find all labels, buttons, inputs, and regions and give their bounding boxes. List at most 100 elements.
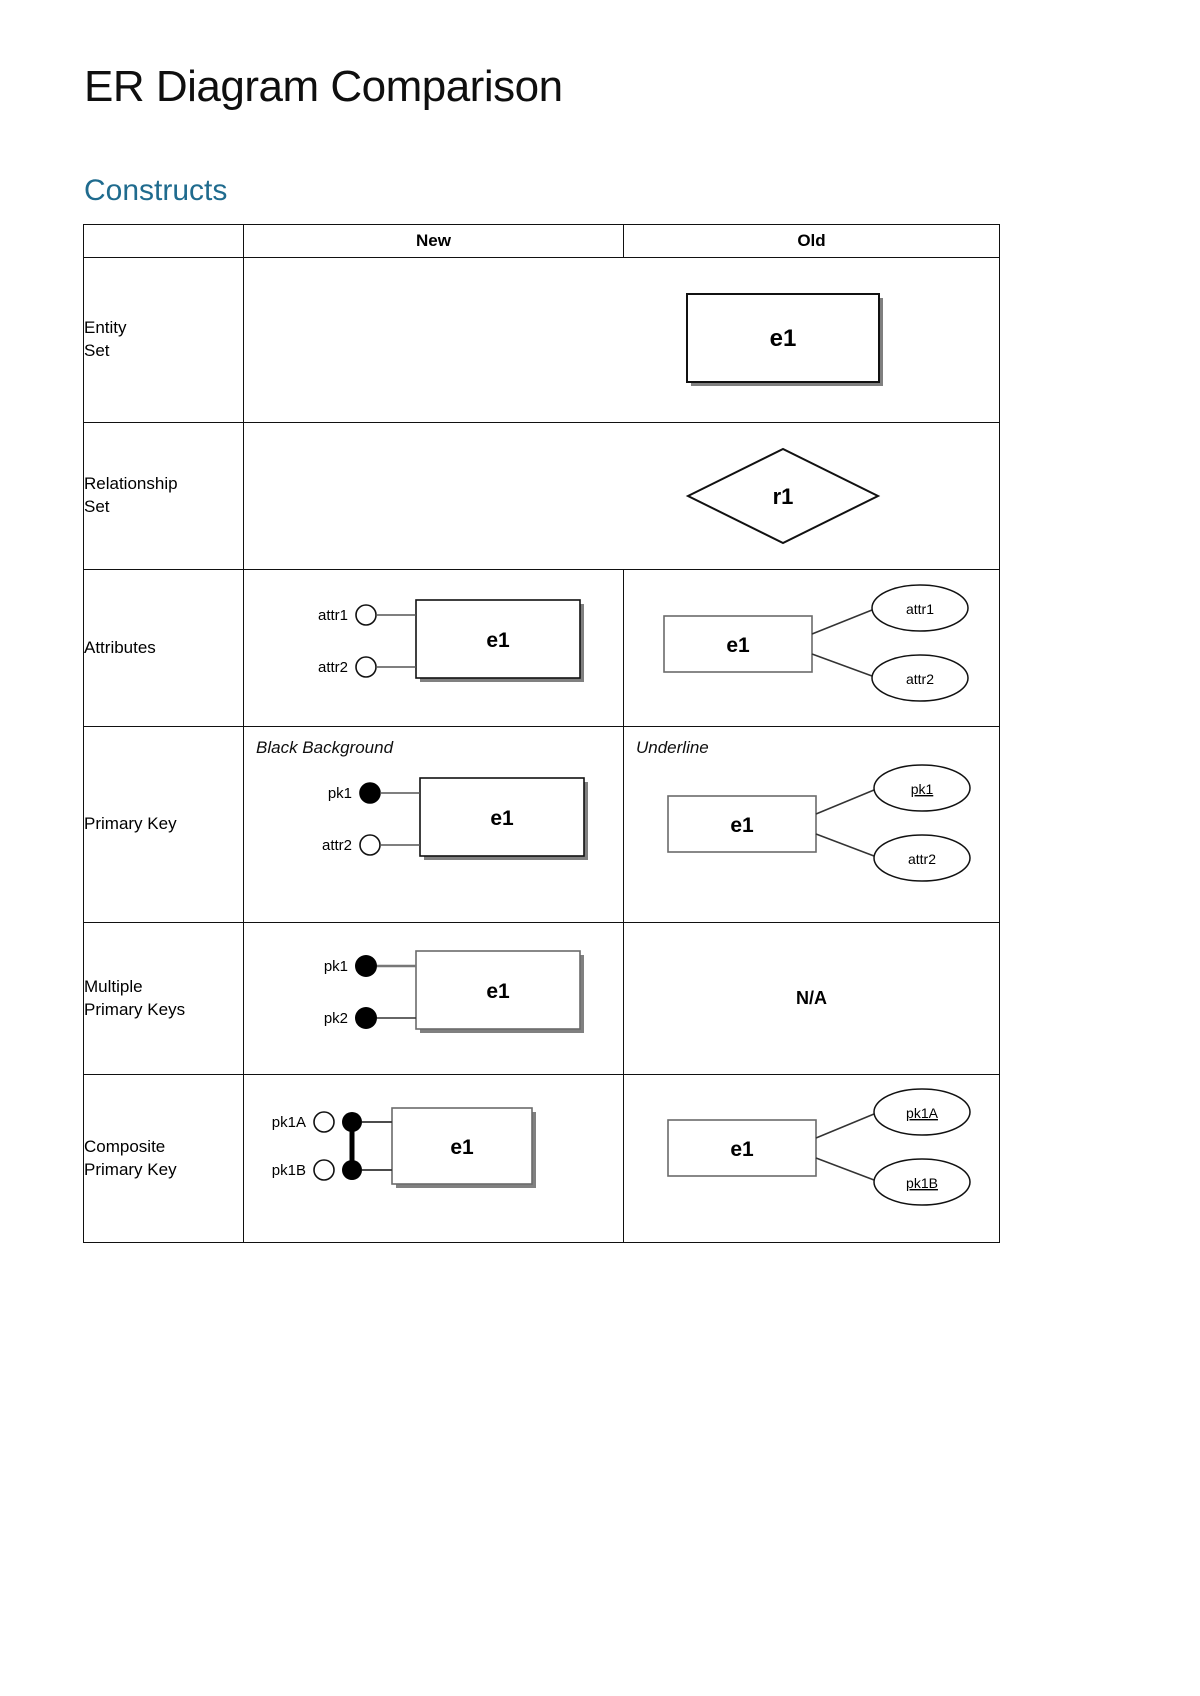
table-row: Attributes e1 attr1 — [83, 569, 1000, 727]
relationship-diamond-label: r1 — [773, 484, 794, 509]
row-label-line1: Entity — [84, 318, 127, 338]
attribute-label: attr2 — [318, 659, 348, 676]
table-row: Relationship Set r1 — [83, 422, 1000, 570]
connector-line — [811, 653, 873, 677]
composite-primary-key-new-diagram: e1 pk1A pk1B — [272, 1106, 536, 1188]
relationship-diamond — [685, 447, 881, 545]
cell-composite-primary-key-old: e1 pk1A pk1B — [623, 1074, 1000, 1243]
note-underline: Underline — [636, 737, 709, 757]
row-label-line1: Relationship — [84, 474, 178, 494]
primary-key-old-diagram: e1 pk1 attr2 — [667, 763, 971, 882]
attribute-label: attr1 — [906, 601, 934, 617]
entity-box-rectangle — [415, 599, 581, 679]
entity-box-label: e1 — [486, 629, 510, 652]
hollow-circle-icon — [355, 604, 377, 626]
primary-key-new-diagram: e1 pk1 attr2 — [322, 776, 588, 860]
column-header-blank — [83, 224, 244, 258]
table-row: Multiple Primary Keys e1 pk1 pk2 — [83, 922, 1000, 1075]
relationship-set-diagram: r1 — [685, 447, 881, 545]
section-heading-constructs: Constructs — [84, 174, 228, 207]
row-label-line2: Set — [84, 497, 110, 516]
hollow-circle-icon — [355, 656, 377, 678]
attribute-label: attr2 — [322, 837, 352, 854]
multiple-primary-keys-new-diagram: e1 pk1 pk2 — [324, 949, 584, 1033]
row-label-multiple-primary-keys: Multiple Primary Keys — [83, 922, 244, 1075]
attribute-label: pk1 — [328, 785, 352, 802]
entity-box-rectangle — [391, 1106, 533, 1185]
row-label-line1: Attributes — [84, 637, 156, 657]
hollow-circle-icon — [313, 1110, 335, 1133]
table-row: Entity Set e1 — [83, 257, 1000, 423]
filled-circle-icon — [355, 954, 377, 977]
attribute-ellipse — [871, 654, 969, 702]
column-header-new: New — [243, 224, 624, 258]
attribute-ellipse — [871, 584, 969, 632]
connector-line — [815, 832, 875, 857]
attribute-label: attr2 — [906, 671, 934, 687]
attribute-label: pk2 — [324, 1010, 348, 1027]
entity-box-rectangle — [667, 794, 817, 853]
primary-key-label-underlined: pk1 — [911, 781, 934, 797]
attribute-ellipse — [873, 763, 971, 812]
attributes-old-diagram: e1 attr1 attr2 — [663, 584, 969, 702]
primary-key-label-underlined: pk1B — [906, 1175, 938, 1191]
entity-set-diagram: e1 — [686, 293, 883, 386]
entity-box-label: e1 — [730, 814, 754, 837]
entity-box-label: e1 — [726, 634, 750, 657]
attributes-new-diagram: e1 attr1 attr2 — [318, 599, 584, 682]
row-label-line2: Primary Keys — [84, 999, 186, 1019]
row-label-relationship-set: Relationship Set — [83, 422, 244, 570]
entity-box-label: e1 — [730, 1138, 754, 1161]
row-label-primary-key: Primary Key — [83, 726, 244, 923]
attribute-ellipse — [873, 833, 971, 882]
attribute-ellipse — [873, 1157, 971, 1206]
connector-line — [815, 788, 875, 815]
attribute-label: pk1B — [272, 1162, 306, 1179]
filled-circle-icon — [342, 1111, 362, 1132]
row-label-line2: Set — [84, 341, 110, 360]
connector-line — [811, 609, 873, 635]
entity-box-label: e1 — [490, 807, 514, 830]
cell-attributes-old: e1 attr1 attr2 — [623, 569, 1000, 727]
cell-relationship-set-merged: r1 — [243, 422, 1000, 570]
filled-circle-icon — [359, 781, 381, 804]
constructs-comparison-table: New Old Entity Set e1 — [83, 224, 1000, 1243]
entity-box-rectangle — [663, 615, 813, 673]
filled-circle-icon — [342, 1159, 362, 1180]
cell-multiple-primary-keys-old: N/A — [623, 922, 1000, 1075]
connector-line — [815, 1112, 875, 1139]
attribute-label: attr1 — [318, 607, 348, 624]
attribute-label: pk1A — [272, 1114, 306, 1131]
entity-box-label: e1 — [770, 325, 797, 352]
entity-box-rectangle — [419, 776, 585, 857]
cell-multiple-primary-keys-new: e1 pk1 pk2 — [243, 922, 624, 1075]
row-label-line1: Primary Key — [84, 814, 177, 834]
cell-entity-set-merged: e1 — [243, 257, 1000, 423]
entity-box-label: e1 — [450, 1136, 474, 1159]
composite-primary-key-old-diagram: e1 pk1A pk1B — [667, 1087, 971, 1206]
note-black-background: Black Background — [256, 737, 394, 757]
table-row: Primary Key Black Background e1 pk1 attr… — [83, 726, 1000, 923]
cell-primary-key-new: Black Background e1 pk1 attr2 — [243, 726, 624, 923]
row-label-composite-primary-key: Composite Primary Key — [83, 1074, 244, 1243]
entity-box-rectangle — [686, 293, 880, 383]
cell-primary-key-old: Underline e1 pk1 attr2 — [623, 726, 1000, 923]
row-label-line1: Composite — [84, 1136, 166, 1156]
row-label-line2: Primary Key — [84, 1159, 177, 1179]
hollow-circle-icon — [313, 1158, 335, 1181]
entity-box-rectangle — [667, 1118, 817, 1177]
not-applicable-text: N/A — [796, 988, 827, 1008]
attribute-label: pk1 — [324, 958, 348, 975]
table-row: Composite Primary Key e1 pk1A — [83, 1074, 1000, 1243]
row-label-attributes: Attributes — [83, 569, 244, 727]
connector-line — [815, 1156, 875, 1181]
row-label-line1: Multiple — [84, 976, 143, 996]
cell-composite-primary-key-new: e1 pk1A pk1B — [243, 1074, 624, 1243]
entity-box-rectangle — [415, 949, 581, 1030]
row-label-entity-set: Entity Set — [83, 257, 244, 423]
entity-box-label: e1 — [486, 980, 510, 1003]
column-header-old: Old — [623, 224, 1000, 258]
filled-circle-icon — [355, 1006, 377, 1029]
primary-key-label-underlined: pk1A — [906, 1105, 939, 1121]
